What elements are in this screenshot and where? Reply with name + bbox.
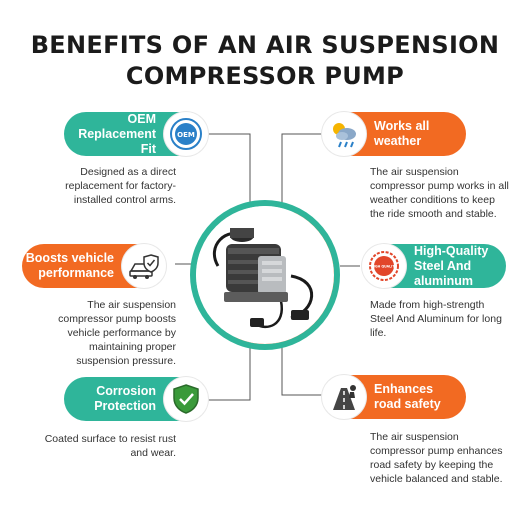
car-shield-icon	[122, 244, 166, 288]
benefit-steel-title: High-Quality Steel And aluminum	[362, 244, 506, 289]
benefit-corrosion-pill: Corrosion Protection	[64, 377, 208, 421]
page-title: BENEFITS OF AN AIR SUSPENSION COMPRESSOR…	[0, 30, 530, 92]
description-line: life.	[370, 327, 387, 339]
description-line: replacement for factory-	[65, 180, 176, 192]
benefit-oem-title-line-2: Replacement Fit	[78, 126, 156, 156]
description-line: road safety by keeping the	[370, 459, 494, 471]
description-line: vehicle balanced and stable.	[370, 473, 503, 485]
benefit-steel-title-line-3: aluminum	[414, 273, 474, 288]
description-line: Steel And Aluminum for long	[370, 313, 502, 325]
benefit-oem-title: OEM Replacement Fit	[64, 112, 208, 157]
description-line: Coated surface to resist rust	[44, 433, 176, 445]
description-line: The air suspension	[370, 166, 459, 178]
benefit-performance-title-line-1: Boosts vehicle	[25, 251, 114, 265]
oem-badge-text: OEM	[177, 131, 195, 139]
high-quality-badge-icon: HIGH QUALITY	[362, 244, 406, 288]
benefit-corrosion-title-line-2: Protection	[94, 399, 156, 413]
benefit-steel-title-line-2: Steel And	[414, 258, 472, 273]
description-line: compressor pump works in all	[370, 180, 509, 192]
description-line: maintaining proper	[89, 341, 176, 353]
air-compressor-pump-image	[196, 206, 334, 344]
benefit-safety-title-line-2: road safety	[374, 397, 441, 411]
oem-badge-icon: OEM	[164, 112, 208, 156]
shield-check-icon	[164, 377, 208, 421]
description-line: The air suspension	[87, 299, 176, 311]
description-line: The air suspension	[370, 431, 459, 443]
description-line: Designed as a direct	[80, 166, 176, 178]
road-safety-icon	[322, 375, 366, 419]
benefit-weather-description: The air suspension compressor pump works…	[370, 165, 520, 221]
benefit-corrosion-title-line-1: Corrosion	[96, 384, 156, 398]
title-line-2: COMPRESSOR PUMP	[125, 62, 405, 90]
description-line: installed control arms.	[73, 194, 176, 206]
description-line: compressor pump boosts	[58, 313, 176, 325]
benefit-corrosion-title: Corrosion Protection	[64, 384, 208, 414]
benefit-weather-title-line-2: weather	[374, 134, 422, 148]
benefit-safety-description: The air suspension compressor pump enhan…	[370, 430, 520, 486]
benefit-weather-title: Works all weather	[322, 119, 466, 149]
description-line: and wear.	[130, 447, 176, 459]
benefit-performance-title: Boosts vehicle performance	[22, 251, 166, 281]
description-line: Made from high-strength	[370, 299, 485, 311]
product-image-frame	[190, 200, 340, 350]
benefit-safety-title-line-1: Enhances	[374, 382, 434, 396]
high-quality-badge-text: HIGH QUALITY	[371, 265, 397, 269]
description-line: compressor pump enhances	[370, 445, 503, 457]
description-line: weather conditions to keep	[370, 194, 495, 206]
description-line: suspension pressure.	[76, 355, 176, 367]
benefit-oem-description: Designed as a direct replacement for fac…	[40, 165, 176, 207]
benefit-safety-title: Enhances road safety	[322, 382, 466, 412]
benefit-oem-title-line-1: OEM	[127, 111, 156, 126]
benefit-safety-pill: Enhances road safety	[322, 375, 466, 419]
benefit-steel-pill: HIGH QUALITY High-Quality Steel And alum…	[362, 244, 506, 288]
description-line: the ride smooth and stable.	[370, 208, 497, 220]
weather-icon	[322, 112, 366, 156]
benefit-performance-title-line-2: performance	[38, 266, 114, 280]
benefit-performance-pill: Boosts vehicle performance	[22, 244, 166, 288]
benefit-oem-pill: OEM Replacement Fit OEM	[64, 112, 208, 156]
benefit-steel-description: Made from high-strength Steel And Alumin…	[370, 298, 520, 340]
title-line-1: BENEFITS OF AN AIR SUSPENSION	[30, 31, 500, 59]
benefit-weather-pill: Works all weather	[322, 112, 466, 156]
benefit-performance-description: The air suspension compressor pump boost…	[40, 298, 176, 368]
description-line: vehicle performance by	[67, 327, 176, 339]
benefit-steel-title-line-1: High-Quality	[414, 243, 489, 258]
benefit-weather-title-line-1: Works all	[374, 119, 430, 133]
benefit-corrosion-description: Coated surface to resist rust and wear.	[26, 432, 176, 460]
